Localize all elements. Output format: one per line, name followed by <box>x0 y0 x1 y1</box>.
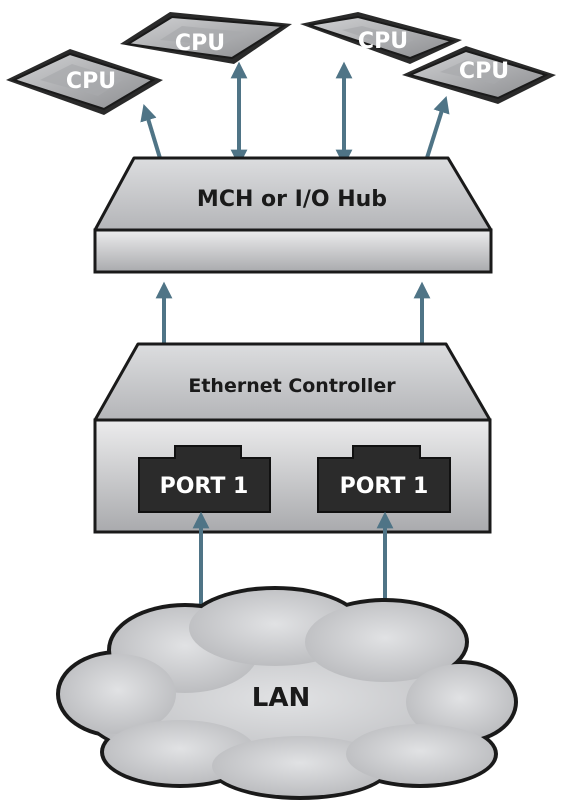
cpu-chip-2: CPU <box>120 12 292 64</box>
cpu-label-2: CPU <box>175 31 225 56</box>
lan-label: LAN <box>252 683 310 713</box>
port-1-connector: PORT 1 <box>138 445 271 513</box>
cpu-chip-3: CPU <box>300 12 462 64</box>
port-2-connector: PORT 1 <box>317 445 451 513</box>
cpu-label-4: CPU <box>459 59 509 84</box>
port-label: PORT 1 <box>340 474 429 499</box>
cpu-label-1: CPU <box>66 69 116 94</box>
port-label: PORT 1 <box>160 474 249 499</box>
controller-label: Ethernet Controller <box>188 375 396 397</box>
cpu-chip-1: CPU <box>6 49 163 115</box>
hub-box: MCH or I/O Hub <box>93 156 493 274</box>
port-lan-links <box>192 511 394 621</box>
cpu-chip-4: CPU <box>402 46 556 104</box>
ethernet-controller-box: Ethernet Controller PORT 1 PORT 1 <box>93 342 492 534</box>
lan-cloud: LAN <box>56 586 518 800</box>
hub-label: MCH or I/O Hub <box>197 187 387 212</box>
cpu-label-3: CPU <box>358 29 408 54</box>
